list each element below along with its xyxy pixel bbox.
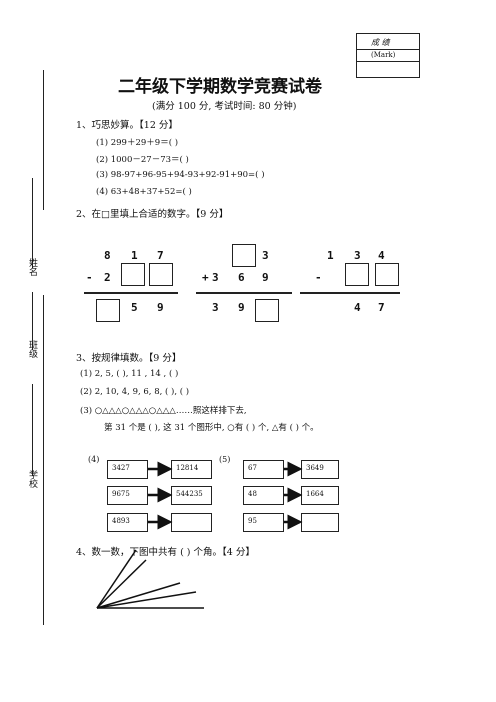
p3-rule xyxy=(300,292,400,294)
p3-blank-a[interactable] xyxy=(345,263,369,286)
q3-part4-label: (4) xyxy=(88,455,100,464)
score-divider-2 xyxy=(357,61,419,62)
p2-blank-a[interactable] xyxy=(232,244,256,267)
margin-line-2 xyxy=(43,295,44,625)
ray-line xyxy=(96,559,147,609)
p3-top-1: 1 xyxy=(327,249,334,262)
ray-line xyxy=(96,591,197,609)
q1-item-2: (2) 1000－27－73＝( ) xyxy=(96,155,189,165)
class-label: 班级 xyxy=(27,340,37,358)
p1-blank-b[interactable] xyxy=(149,263,173,286)
p4-in-1: 3427 xyxy=(107,460,148,479)
p1-blank-c[interactable] xyxy=(96,299,120,322)
p2-op: + xyxy=(202,271,209,284)
p1-rule xyxy=(84,292,178,294)
name-label: 姓名 xyxy=(27,258,37,276)
p1-op: - xyxy=(86,271,93,284)
p2-bot-1: 3 xyxy=(212,301,219,314)
class-underline xyxy=(32,292,33,350)
q2-heading: 2、在□里填上合适的数字。【9 分】 xyxy=(76,209,229,220)
q1-item-3: (3) 98-97+96-95+94-93+92-91+90=( ) xyxy=(96,170,265,180)
q1-item-1: (1) 299＋29＋9＝( ) xyxy=(96,138,179,148)
q3-line-2: (2) 2, 10, 4, 9, 6, 8, ( ), ( ) xyxy=(80,387,190,397)
q1-heading: 1、巧思妙算。【12 分】 xyxy=(76,120,178,131)
margin-line-1 xyxy=(43,70,44,210)
p2-mid-1: 3 xyxy=(212,271,219,284)
score-box: 成 绩 (Mark) xyxy=(356,33,420,78)
school-underline xyxy=(32,384,33,476)
p5-in-1: 67 xyxy=(243,460,284,479)
p4-in-2: 9675 xyxy=(107,486,148,505)
p3-op: - xyxy=(315,271,322,284)
p5-in-2: 48 xyxy=(243,486,284,505)
q3-heading: 3、按规律填数。【9 分】 xyxy=(76,353,182,364)
q3-part5-label: (5) xyxy=(219,455,231,464)
q3-line-4: 第 31 个是 ( ), 这 31 个图形中, ○有 ( ) 个, △有 ( )… xyxy=(104,423,319,433)
score-label: 成 绩 xyxy=(371,38,390,47)
p4-in-3: 4893 xyxy=(107,513,148,532)
p2-mid-3: 9 xyxy=(262,271,269,284)
p1-bot-2: 9 xyxy=(157,301,164,314)
page-title: 二年级下学期数学竞赛试卷 xyxy=(118,77,322,97)
score-sub: (Mark) xyxy=(371,51,396,59)
school-label: 学校 xyxy=(27,470,37,488)
p1-top-2: 1 xyxy=(131,249,138,262)
score-divider xyxy=(357,49,419,50)
ray-line xyxy=(96,582,181,609)
p3-top-3: 4 xyxy=(378,249,385,262)
p3-bot-1: 4 xyxy=(354,301,361,314)
q3-line-1: (1) 2, 5, ( ), 11 , 14 , ( ) xyxy=(80,369,179,379)
p1-mid: 2 xyxy=(104,271,111,284)
p2-top: 3 xyxy=(262,249,269,262)
page-subtitle: (满分 100 分, 考试时间: 80 分钟) xyxy=(152,101,297,112)
q1-item-4: (4) 63+48+37+52=( ) xyxy=(96,187,192,197)
p3-blank-b[interactable] xyxy=(375,263,399,286)
p1-bot-1: 5 xyxy=(131,301,138,314)
p1-top-1: 8 xyxy=(104,249,111,262)
p5-in-3: 95 xyxy=(243,513,284,532)
p1-blank-a[interactable] xyxy=(121,263,145,286)
p2-bot-2: 9 xyxy=(238,301,245,314)
name-underline xyxy=(32,178,33,268)
p3-top-2: 3 xyxy=(354,249,361,262)
p3-bot-2: 7 xyxy=(378,301,385,314)
p2-rule xyxy=(196,292,292,294)
p2-blank-b[interactable] xyxy=(255,299,279,322)
p2-mid-2: 6 xyxy=(238,271,245,284)
q4-heading: 4、数一数，下图中共有 ( ) 个角。【4 分】 xyxy=(76,547,255,558)
ray-line xyxy=(96,549,137,609)
p1-top-3: 7 xyxy=(157,249,164,262)
q3-line-3: (3) ○△△△○△△△○△△△……照这样排下去, xyxy=(80,406,247,416)
